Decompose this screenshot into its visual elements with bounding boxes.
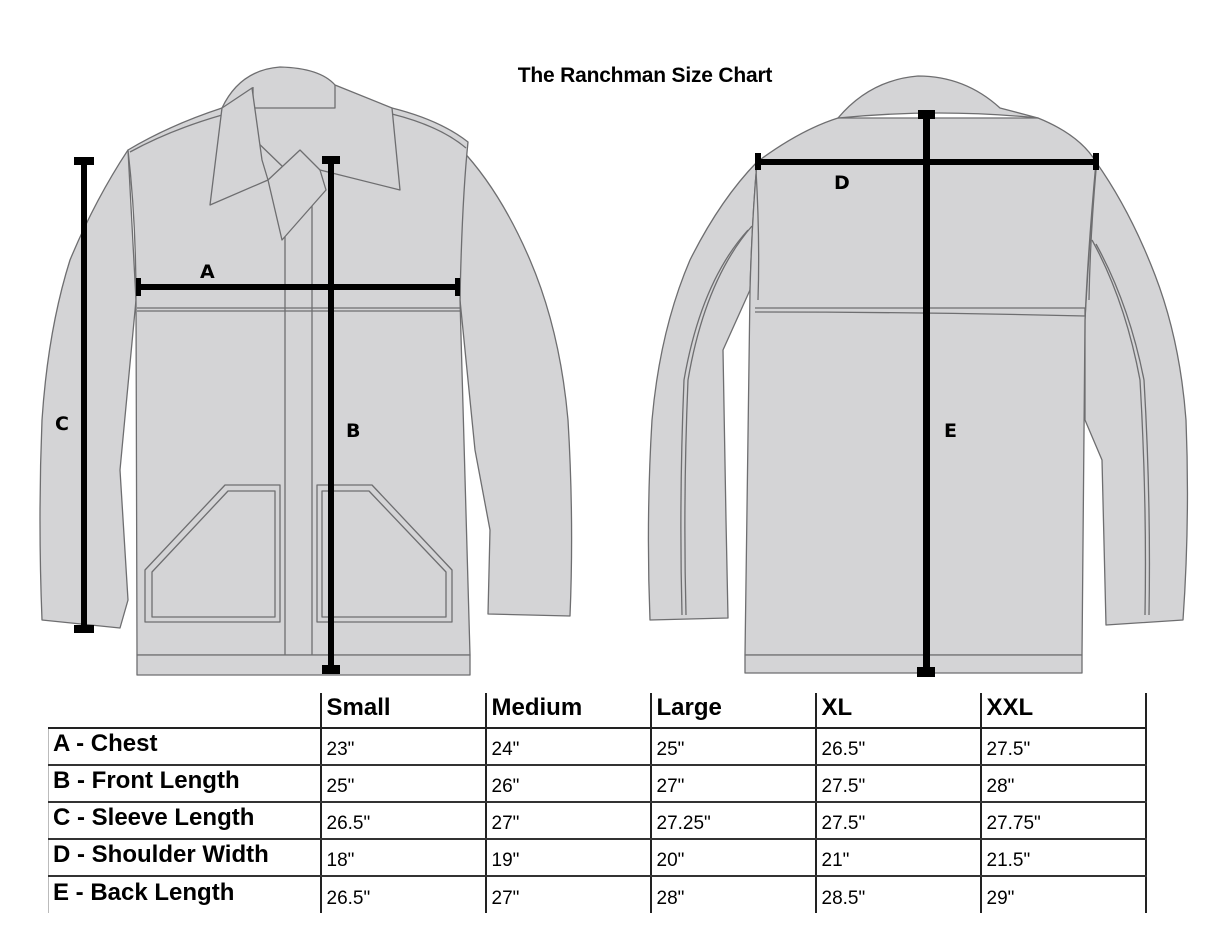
- front-jacket-illustration: [39, 66, 573, 676]
- cell-small: 26.5": [319, 802, 486, 840]
- header-blank: [48, 693, 321, 729]
- table-row-back-length: E - Back Length 26.5" 27" 28" 28.5" 29": [48, 876, 1147, 913]
- cell-xl: 27.5": [814, 765, 981, 803]
- label-d: D: [834, 172, 850, 194]
- cell-xxl: 27.75": [979, 802, 1147, 840]
- row-label: B - Front Length: [48, 765, 321, 803]
- cell-xl: 26.5": [814, 728, 981, 766]
- cell-small: 23": [319, 728, 486, 766]
- cell-small: 18": [319, 839, 486, 877]
- chart-title: The Ranchman Size Chart: [517, 64, 773, 87]
- table-row-chest: A - Chest 23" 24" 25" 26.5" 27.5": [48, 728, 1147, 766]
- table-row-front-length: B - Front Length 25" 26" 27" 27.5" 28": [48, 765, 1147, 803]
- label-e: E: [944, 420, 957, 442]
- size-table: Small Medium Large XL XXL A - Chest 23" …: [48, 693, 1147, 913]
- header-xxl: XXL: [979, 693, 1147, 729]
- cell-large: 25": [649, 728, 816, 766]
- cell-large: 27": [649, 765, 816, 803]
- label-b: B: [346, 420, 360, 442]
- label-a: A: [200, 261, 215, 283]
- cell-medium: 26": [484, 765, 651, 803]
- cell-medium: 24": [484, 728, 651, 766]
- cell-large: 20": [649, 839, 816, 877]
- cell-xl: 21": [814, 839, 981, 877]
- cell-xl: 27.5": [814, 802, 981, 840]
- row-label: C - Sleeve Length: [48, 802, 321, 840]
- header-small: Small: [319, 693, 486, 729]
- jacket-diagrams: A B C D E: [39, 66, 1189, 677]
- cell-xl: 28.5": [814, 876, 981, 913]
- cell-xxl: 28": [979, 765, 1147, 803]
- row-label: E - Back Length: [48, 876, 321, 913]
- header-xl: XL: [814, 693, 981, 729]
- cell-medium: 27": [484, 876, 651, 913]
- header-medium: Medium: [484, 693, 651, 729]
- table-row-sleeve-length: C - Sleeve Length 26.5" 27" 27.25" 27.5"…: [48, 802, 1147, 840]
- cell-medium: 19": [484, 839, 651, 877]
- row-label: D - Shoulder Width: [48, 839, 321, 877]
- cell-medium: 27": [484, 802, 651, 840]
- cell-small: 26.5": [319, 876, 486, 913]
- cell-large: 28": [649, 876, 816, 913]
- table-header-row: Small Medium Large XL XXL: [48, 693, 1147, 729]
- cell-xxl: 29": [979, 876, 1147, 913]
- row-label: A - Chest: [48, 728, 321, 766]
- cell-small: 25": [319, 765, 486, 803]
- front-measure-lines: [74, 156, 460, 674]
- cell-xxl: 27.5": [979, 728, 1147, 766]
- label-c: C: [55, 413, 69, 435]
- table-row-shoulder-width: D - Shoulder Width 18" 19" 20" 21" 21.5": [48, 839, 1147, 877]
- header-large: Large: [649, 693, 816, 729]
- cell-large: 27.25": [649, 802, 816, 840]
- cell-xxl: 21.5": [979, 839, 1147, 877]
- back-jacket-illustration: [647, 75, 1189, 674]
- back-measure-lines: [755, 110, 1099, 677]
